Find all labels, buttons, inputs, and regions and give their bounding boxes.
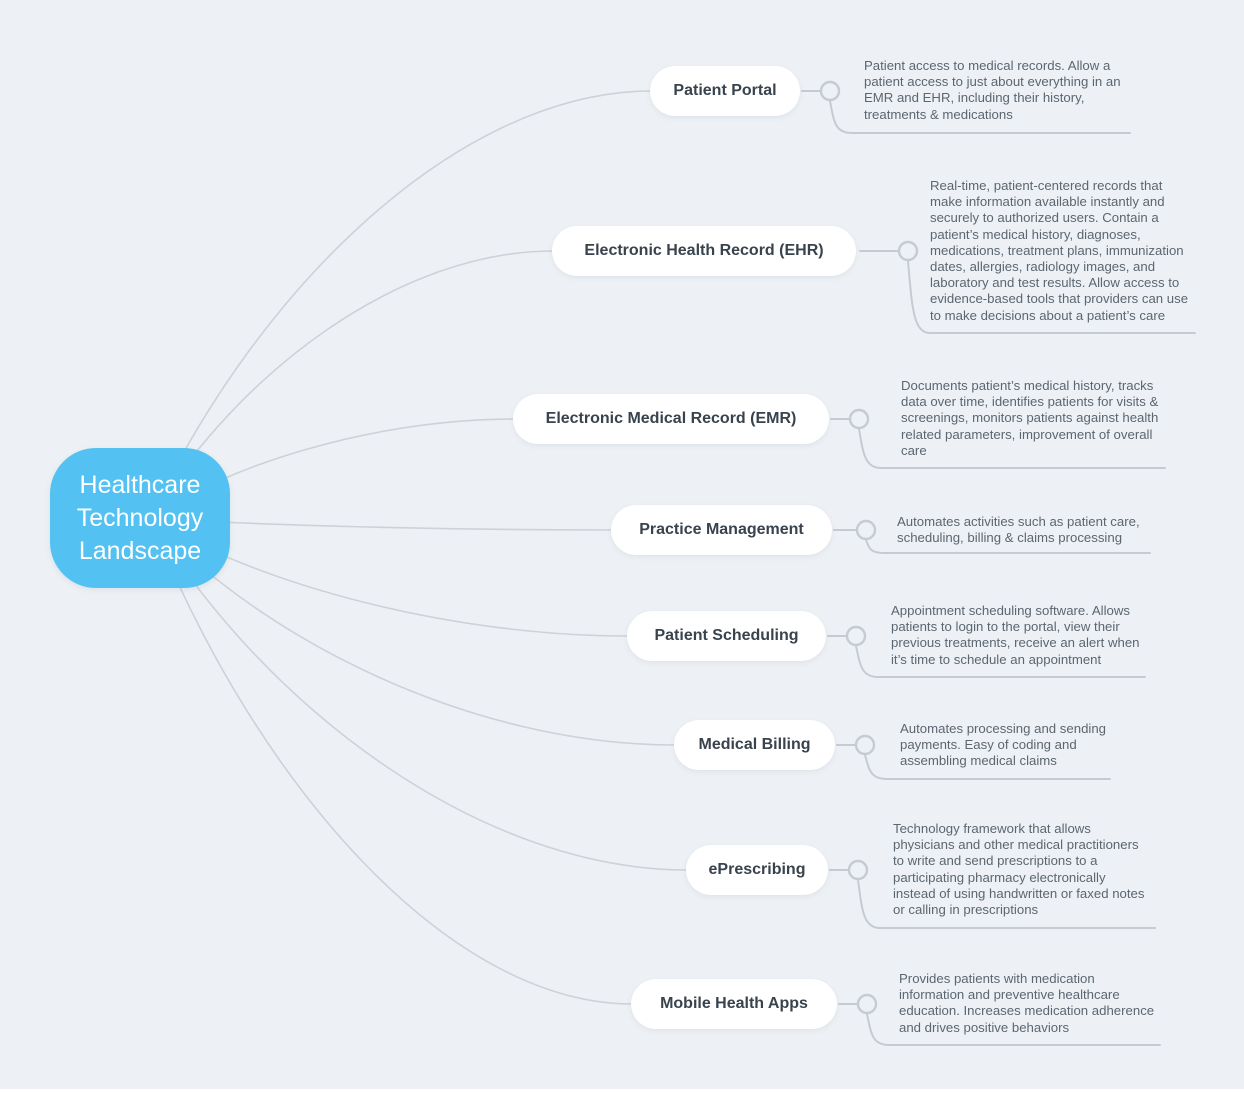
note-eprescribing: Technology framework that allows physici… xyxy=(893,821,1145,918)
node-patient-portal[interactable]: Patient Portal xyxy=(650,66,800,116)
node-practice-management[interactable]: Practice Management xyxy=(611,505,832,555)
branch-toggle-emr[interactable] xyxy=(848,408,870,430)
branch-toggle-patient-portal[interactable] xyxy=(819,80,841,102)
branch-curve-patient-portal xyxy=(149,90,652,519)
node-patient-scheduling[interactable]: Patient Scheduling xyxy=(627,611,826,661)
branch-curve-mobile-health-apps xyxy=(149,517,633,1005)
note-line-practice-management xyxy=(865,539,1151,554)
note-patient-scheduling: Appointment scheduling software. Allows … xyxy=(891,603,1140,667)
note-medical-billing: Automates processing and sending payment… xyxy=(900,721,1107,769)
note-line-medical-billing xyxy=(864,754,1111,780)
note-patient-portal: Patient access to medical records. Allow… xyxy=(864,58,1121,122)
branch-toggle-mobile-health-apps[interactable] xyxy=(856,993,878,1015)
branch-curve-eprescribing xyxy=(149,517,688,871)
center-node-healthcare-technology-landscape[interactable]: Healthcare Technology Landscape xyxy=(50,448,230,588)
note-electronic-medical-record: Documents patient’s medical history, tra… xyxy=(901,378,1159,458)
note-line-patient-portal xyxy=(829,100,1131,134)
node-electronic-health-record[interactable]: Electronic Health Record (EHR) xyxy=(552,226,856,276)
note-mobile-health-apps: Provides patients with medication inform… xyxy=(899,971,1155,1035)
node-electronic-medical-record[interactable]: Electronic Medical Record (EMR) xyxy=(513,394,829,444)
note-line-ehr xyxy=(907,260,1196,334)
branch-toggle-eprescribing[interactable] xyxy=(847,859,869,881)
note-line-eprescribing xyxy=(857,879,1156,929)
branch-toggle-practice-management[interactable] xyxy=(855,519,877,541)
note-practice-management: Automates activities such as patient car… xyxy=(897,514,1140,546)
page-bottom-edge xyxy=(0,1089,1244,1094)
note-electronic-health-record: Real-time, patient-centered records that… xyxy=(930,178,1189,323)
node-medical-billing[interactable]: Medical Billing xyxy=(674,720,835,770)
branch-toggle-ehr[interactable] xyxy=(897,240,919,262)
branch-toggle-patient-scheduling[interactable] xyxy=(845,625,867,647)
node-eprescribing[interactable]: ePrescribing xyxy=(686,845,828,895)
node-mobile-health-apps[interactable]: Mobile Health Apps xyxy=(631,979,837,1029)
note-line-patient-scheduling xyxy=(855,645,1146,678)
note-line-mobile-health-apps xyxy=(866,1013,1161,1046)
branch-toggle-medical-billing[interactable] xyxy=(854,734,876,756)
note-line-emr xyxy=(858,428,1166,469)
